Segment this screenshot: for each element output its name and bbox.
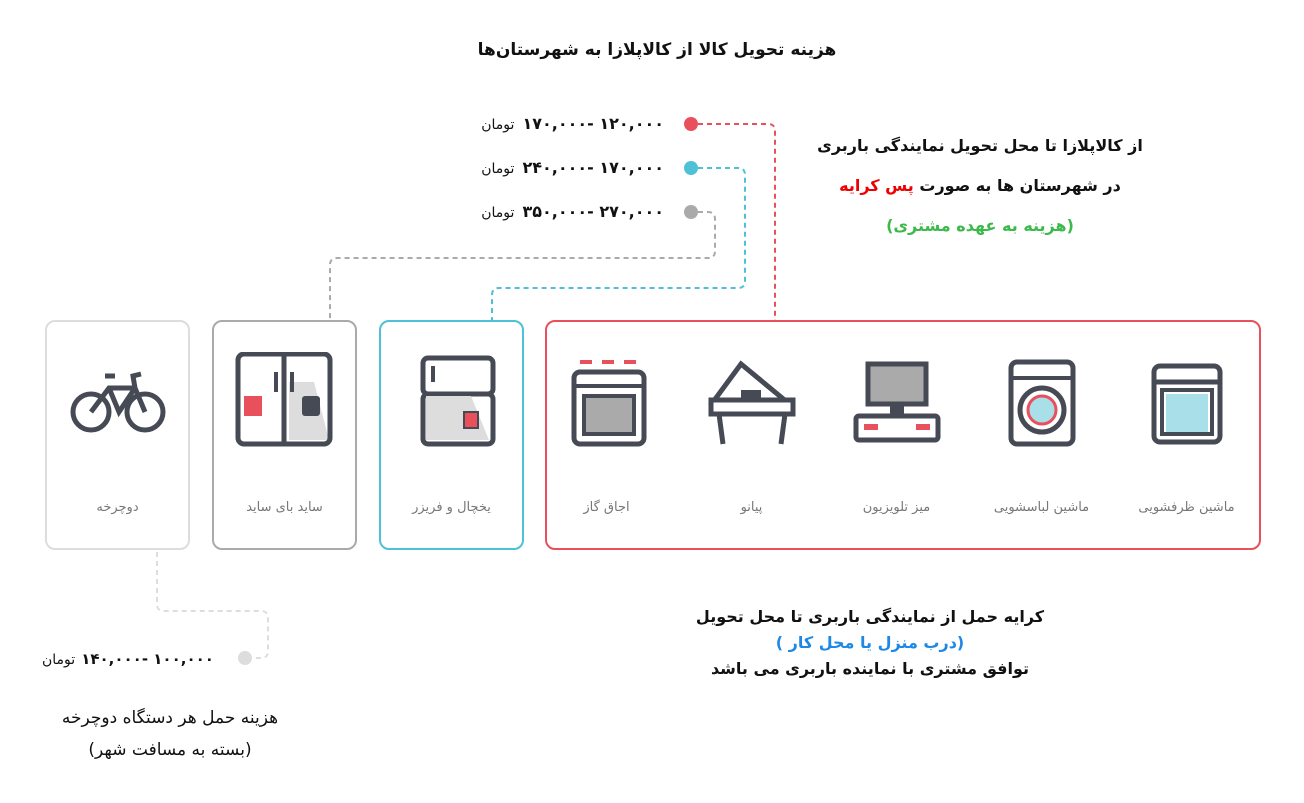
group-red: ماشین ظرفشویی ماشین لباسشویی میز تلویزیو… (545, 320, 1261, 550)
group-bike: دوچرخه (45, 320, 190, 550)
bike-note: هزینه حمل هر دستگاه دوچرخه(بسته به مسافت… (61, 708, 279, 760)
item-fridge: یخچال و فریزر (379, 322, 524, 548)
item-washing-machine: ماشین لباسشویی (969, 322, 1114, 548)
legend-dot-red (684, 117, 698, 131)
delivery-note: کرایه حمل از نمایندگی باربری تا محل تحوی… (695, 607, 1045, 678)
washing-machine-icon (1008, 359, 1076, 447)
side-by-side-fridge-icon (235, 352, 333, 447)
tv-stand-icon (853, 361, 941, 443)
stove-icon (571, 360, 647, 447)
item-dishwasher: ماشین ظرفشویی (1114, 322, 1259, 548)
item-gas-stove: اجاق گاز (534, 322, 679, 548)
group-gray: ساید بای ساید (212, 320, 357, 550)
piano-icon (708, 360, 796, 445)
legend-item-teal: ۱۷۰,۰۰۰ -۲۴۰,۰۰۰تومان (481, 158, 664, 177)
legend-dot-teal (684, 161, 698, 175)
legend-item-red: ۱۲۰,۰۰۰ -۱۷۰,۰۰۰تومان (481, 114, 664, 133)
page-title: هزینه تحویل کالا از کالاپلازا به شهرستان… (477, 40, 837, 60)
dishwasher-icon (1151, 363, 1223, 445)
legend-dot-bike (238, 651, 252, 665)
item-piano: پیانو (679, 322, 824, 548)
bike-price: ۱۰۰,۰۰۰ -۱۴۰,۰۰۰تومان (42, 650, 214, 668)
bicycle-icon (70, 371, 166, 433)
legend-item-gray: ۲۷۰,۰۰۰ -۳۵۰,۰۰۰تومان (481, 202, 664, 221)
item-bicycle: دوچرخه (45, 322, 190, 548)
group-teal: یخچال و فریزر (379, 320, 524, 550)
item-tv-stand: میز تلویزیون (824, 322, 969, 548)
fridge-icon (420, 355, 496, 447)
info-text: از کالاپلازا تا محل تحویل نمایندگی باربر… (817, 136, 1143, 235)
legend-dot-gray (684, 205, 698, 219)
item-side-by-side: ساید بای ساید (212, 322, 357, 548)
